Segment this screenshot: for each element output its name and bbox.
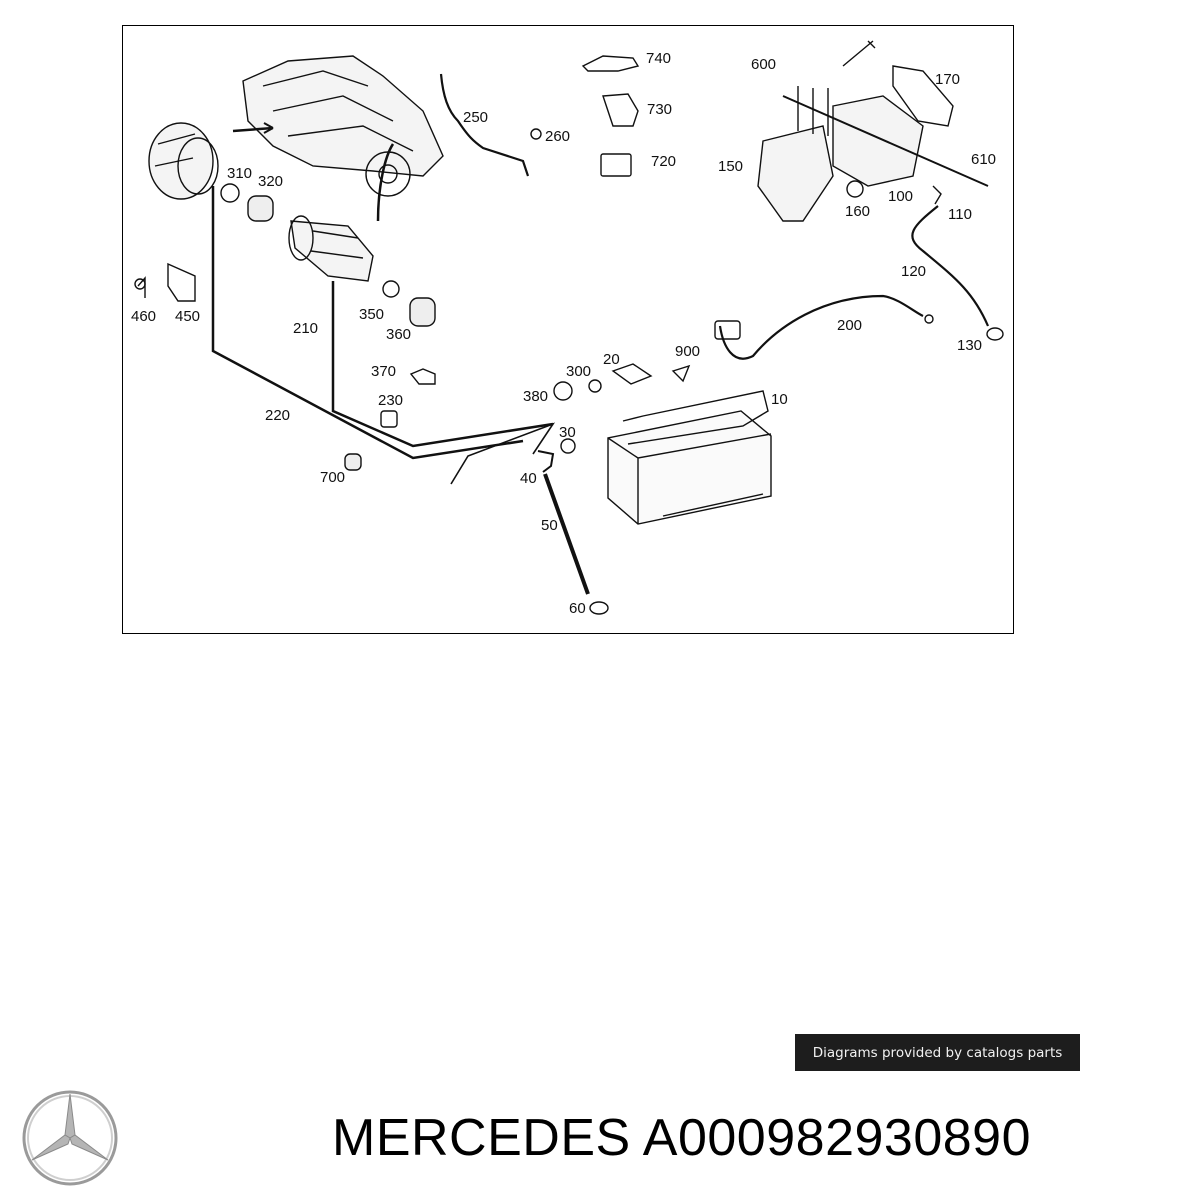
callout-100: 100 — [888, 188, 913, 205]
bolt-300 — [588, 379, 602, 393]
part-740 — [581, 55, 640, 72]
callout-350: 350 — [359, 306, 384, 323]
callout-230: 230 — [378, 392, 403, 409]
cap-130 — [986, 327, 1004, 341]
callout-50: 50 — [541, 517, 558, 534]
callout-730: 730 — [647, 101, 672, 118]
callout-600: 600 — [751, 56, 776, 73]
three-pointed-star-icon — [22, 1090, 118, 1186]
terminal-40 — [537, 450, 555, 473]
cable-220 — [211, 186, 524, 460]
callout-610: 610 — [971, 151, 996, 168]
callout-320: 320 — [258, 173, 283, 190]
bracket-450 — [137, 262, 196, 302]
callout-740: 740 — [646, 50, 671, 67]
part-720 — [600, 153, 632, 177]
nut-350 — [382, 280, 400, 298]
bolt-460 — [134, 278, 146, 290]
callout-900: 900 — [675, 343, 700, 360]
cap-60 — [589, 601, 609, 615]
callout-60: 60 — [569, 600, 586, 617]
callout-700: 700 — [320, 469, 345, 486]
callout-120: 120 — [901, 263, 926, 280]
callout-210: 210 — [293, 320, 318, 337]
battery-tray-illustration — [757, 40, 989, 222]
nut-380 — [553, 381, 573, 401]
callout-40: 40 — [520, 470, 537, 487]
alternator-illustration — [148, 122, 219, 200]
callout-160: 160 — [845, 203, 870, 220]
callout-130: 130 — [957, 337, 982, 354]
hose-50 — [543, 473, 590, 595]
nut-30 — [560, 438, 576, 454]
callout-370: 370 — [371, 363, 396, 380]
callout-360: 360 — [386, 326, 411, 343]
callout-250: 250 — [463, 109, 488, 126]
pad-20 — [611, 363, 653, 385]
callout-450: 450 — [175, 308, 200, 325]
callout-170: 170 — [935, 71, 960, 88]
callout-20: 20 — [603, 351, 620, 368]
callout-220: 220 — [265, 407, 290, 424]
sleeve-700 — [344, 453, 362, 471]
callout-110: 110 — [948, 206, 972, 223]
engine-illustration — [232, 55, 444, 222]
cap-320 — [247, 195, 274, 222]
callout-30: 30 — [559, 424, 576, 441]
callout-310: 310 — [227, 165, 252, 182]
callout-150: 150 — [718, 158, 743, 175]
credit-text: Diagrams provided by catalogs parts — [812, 1044, 1063, 1061]
clip-230 — [380, 410, 398, 428]
parts-diagram-frame: 740 730 720 250 260 600 170 610 150 100 … — [122, 25, 1014, 634]
nut-310 — [220, 183, 240, 203]
cap-360 — [409, 297, 436, 327]
cable-250 — [439, 73, 530, 177]
callout-720: 720 — [651, 153, 676, 170]
callout-10: 10 — [771, 391, 788, 408]
callout-460: 460 — [131, 308, 156, 325]
diagram-credit-badge: Diagrams provided by catalogs parts — [795, 1034, 1080, 1071]
cable-120 — [911, 205, 990, 327]
parts-diagram: 740 730 720 250 260 600 170 610 150 100 … — [131, 40, 1004, 617]
part-900 — [671, 364, 691, 383]
callout-300: 300 — [566, 363, 591, 380]
part-730 — [602, 93, 639, 127]
cable-210 — [331, 281, 554, 448]
part-number-title: MERCEDES A000982930890 — [332, 1109, 1032, 1167]
cable-200 — [718, 294, 924, 360]
battery-illustration — [607, 390, 772, 525]
callout-260: 260 — [545, 128, 570, 145]
clip-370 — [409, 368, 436, 385]
callout-200: 200 — [837, 317, 862, 334]
callout-380: 380 — [523, 388, 548, 405]
starter-illustration — [288, 215, 374, 282]
